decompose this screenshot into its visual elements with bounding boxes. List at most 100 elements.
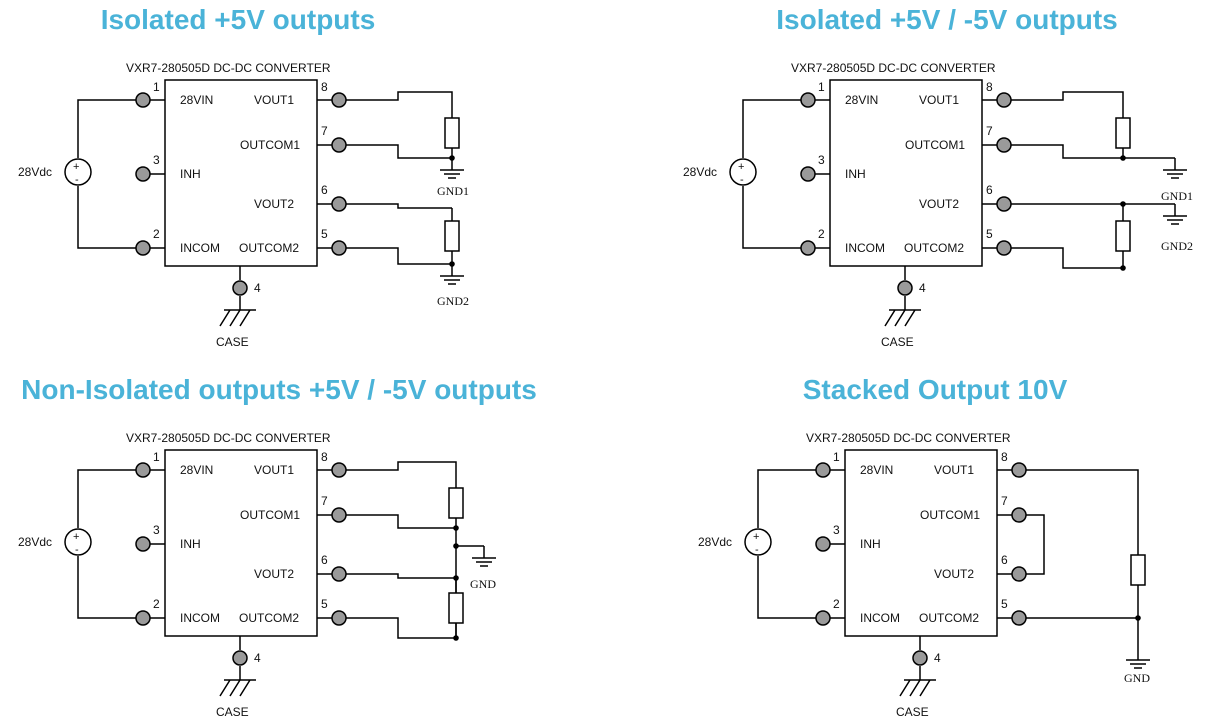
pin-2-terminal [800,240,816,256]
ground-symbol [1126,648,1150,669]
pin-label: OUTCOM2 [919,611,979,625]
pin-number: 1 [818,80,825,94]
pin-8-terminal [331,462,347,478]
pin-5-terminal [996,240,1012,256]
pin-6-terminal [1011,566,1027,582]
pin-label: VOUT1 [934,463,974,477]
converter-name: VXR7-280505D DC-DC CONVERTER [126,431,331,445]
voltage-source-symbol [744,528,772,556]
converter-name: VXR7-280505D DC-DC CONVERTER [126,61,331,75]
svg-text:+: + [73,531,79,543]
pin-number: 1 [833,450,840,464]
pin-number: 2 [153,227,160,241]
pin-4-ground: 4 CASE [216,266,261,349]
pin-label: VOUT2 [254,567,294,581]
source-voltage-label: 28Vdc [18,165,52,179]
ground-label-2: GND2 [1161,239,1193,253]
svg-text:-: - [75,174,79,186]
diagram-title: Stacked Output 10V [802,374,1068,405]
junction-dot [1120,155,1126,161]
pin-label: 28VIN [180,463,213,477]
diagram-title: Non-Isolated outputs +5V / -5V outputs [21,374,537,405]
converter-box [844,449,998,637]
pin-3-terminal [135,536,151,552]
junction-dot [1120,265,1126,271]
pin-number: 6 [321,183,328,197]
pin-label: INCOM [180,241,220,255]
svg-text:+: + [738,161,744,173]
pin-number: 2 [153,597,160,611]
pin-1-terminal [800,92,816,108]
left-pins: 1 3 2 [815,450,845,626]
junction-dot [453,543,459,549]
pin-1-terminal [135,462,151,478]
case-label: CASE [881,335,914,349]
pin-7-terminal [996,137,1012,153]
load-resistor [448,487,464,519]
pin-number: 5 [986,227,993,241]
svg-text:-: - [755,544,759,556]
pin-number: 5 [321,597,328,611]
pin-label: INCOM [180,611,220,625]
pin-4-ground: 4 CASE [881,266,926,349]
pin-number: 8 [986,80,993,94]
ground-label: GND [470,577,496,591]
converter-name: VXR7-280505D DC-DC CONVERTER [791,61,996,75]
pin-number: 6 [986,183,993,197]
load-resistor [1115,220,1131,252]
right-pins: VOUT1 OUTCOM1 VOUT2 OUTCOM2 8 7 6 5 [904,80,997,255]
pin-4-terminal [232,650,248,666]
pin-number: 8 [321,450,328,464]
pin-label: VOUT1 [254,463,294,477]
pin-number: 7 [1001,494,1008,508]
junction-dot [453,525,459,531]
pin-number: 3 [818,153,825,167]
pin-number: 1 [153,450,160,464]
pin-8-terminal [996,92,1012,108]
pin-label: OUTCOM2 [239,611,299,625]
voltage-source-symbol [64,158,92,186]
ground-label-1: GND1 [1161,189,1193,203]
pin-label: INH [860,537,881,551]
pin-number: 6 [321,553,328,567]
pin-label: OUTCOM1 [240,508,300,522]
right-terminals [1011,462,1027,626]
source-voltage-label: 28Vdc [683,165,717,179]
pin-7-terminal [331,507,347,523]
pin-label: 28VIN [180,93,213,107]
pin-label: 28VIN [860,463,893,477]
right-terminals [996,92,1012,256]
pin-number: 3 [833,523,840,537]
pin-label: INH [180,537,201,551]
source-loop: + - 28Vdc [18,469,140,619]
converter-schematic: + - 28Vdc 4 CASE VXR7-280505D DC-DC CONV… [683,61,1193,349]
pin-label: OUTCOM1 [920,508,980,522]
junction-dot [453,635,459,641]
pin-6-terminal [331,566,347,582]
pin-7-terminal [1011,507,1027,523]
svg-text:+: + [753,531,759,543]
pin-label: 28VIN [845,93,878,107]
pin-4-ground: 4 CASE [216,636,261,719]
converter-name: VXR7-280505D DC-DC CONVERTER [806,431,1011,445]
pin-number: 2 [833,597,840,611]
pin-6-terminal [996,196,1012,212]
pin-number: 8 [321,80,328,94]
pin-number: 1 [153,80,160,94]
pin-2-terminal [135,240,151,256]
pin-label: INCOM [860,611,900,625]
pin-number: 7 [321,494,328,508]
pin-label: VOUT2 [934,567,974,581]
load-resistor [1115,117,1131,149]
converter-schematic: + - 28Vdc 4 CASE VXR7-280505D DC-DC CONV… [698,431,1150,719]
pin-number: 6 [1001,553,1008,567]
pin-2-terminal [135,610,151,626]
pin-label: VOUT2 [919,197,959,211]
source-voltage-label: 28Vdc [18,535,52,549]
diagram-title: Isolated +5V outputs [100,4,376,35]
ground-symbol [440,158,464,179]
ground-label-2: GND2 [437,294,469,308]
pin-1-terminal [815,462,831,478]
pin-4-ground: 4 CASE [896,636,941,719]
pin-number: 3 [153,523,160,537]
